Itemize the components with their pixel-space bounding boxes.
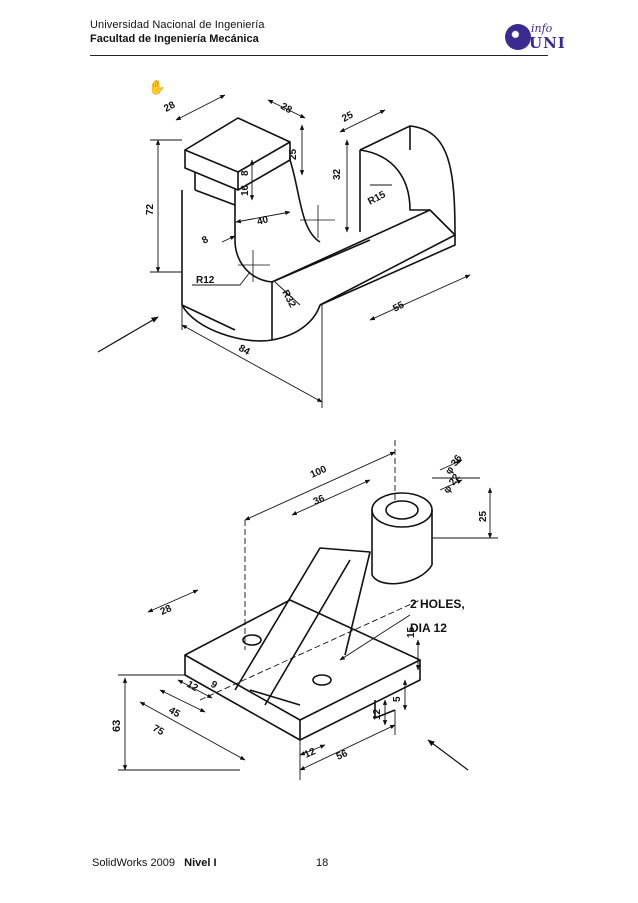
dim-label: 12 (303, 746, 318, 761)
dim-label: 15 (406, 626, 417, 638)
dim-label: 25 (478, 510, 489, 522)
dim-label: 32 (332, 168, 343, 180)
page-footer: SolidWorks 2009 Nivel I (92, 857, 217, 869)
dim-label: 100 (309, 464, 329, 481)
dim-label: 8 (200, 234, 210, 247)
hand-cursor-icon: ✋ (148, 79, 165, 95)
footer-level: Nivel I (184, 857, 217, 869)
dim-label: R12 (196, 275, 215, 286)
dim-label: 12 (185, 679, 201, 694)
dim-label: 16 (240, 184, 251, 196)
dim-label: 72 (145, 203, 156, 215)
dim-label: φ 22 (441, 472, 462, 496)
dim-label: 45 (167, 705, 183, 720)
dim-label: 63 (111, 720, 123, 732)
page-header: Universidad Nacional de Ingeniería Facul… (90, 18, 550, 46)
dim-label: 84 (237, 343, 252, 358)
logo-text-top: info (531, 22, 553, 35)
dim-label: 9 (209, 679, 220, 692)
figure-2-labels: 100 36 φ 36 φ 22 25 28 2 HOLES, DIA 12 1… (111, 453, 489, 763)
faculty-name: Facultad de Ingeniería Mecánica (90, 33, 259, 45)
dim-label: 55 (391, 300, 406, 315)
footer-product: SolidWorks 2009 (92, 857, 175, 869)
figure-2-dimension-lines (118, 440, 498, 780)
dim-label: DIA 12 (410, 621, 447, 635)
dim-label: 25 (288, 148, 299, 160)
dim-label: 28 (162, 100, 177, 115)
dim-label: 75 (151, 723, 167, 738)
dim-label: R32 (279, 288, 298, 310)
header-rule (90, 55, 548, 56)
logo-disc-icon (505, 24, 531, 50)
dim-label: 2 HOLES, (410, 597, 465, 611)
info-uni-logo: info UNI (505, 22, 565, 52)
dim-label: 28 (279, 101, 295, 116)
logo-text-bottom: UNI (529, 34, 566, 52)
view-direction-arrow-1 (97, 316, 159, 353)
dim-label: 56 (335, 748, 350, 763)
figure-1-bracket (181, 117, 456, 342)
dim-label: 25 (340, 110, 355, 125)
figure-1-labels: 28 28 25 25 8 16 72 32 R15 40 8 R12 R32 … (145, 100, 407, 359)
dim-label: 12 (372, 708, 383, 720)
page-number: 18 (316, 857, 329, 869)
view-direction-arrow-2 (427, 739, 469, 771)
dim-label: 8 (240, 170, 251, 176)
dim-label: R15 (366, 189, 388, 208)
dim-label: 28 (159, 603, 174, 618)
figure-1-dimension-lines (150, 94, 471, 408)
university-name: Universidad Nacional de Ingeniería (90, 19, 265, 31)
dim-label: 36 (312, 493, 327, 508)
dim-label: 40 (256, 214, 270, 228)
dim-label: 5 (392, 696, 403, 702)
